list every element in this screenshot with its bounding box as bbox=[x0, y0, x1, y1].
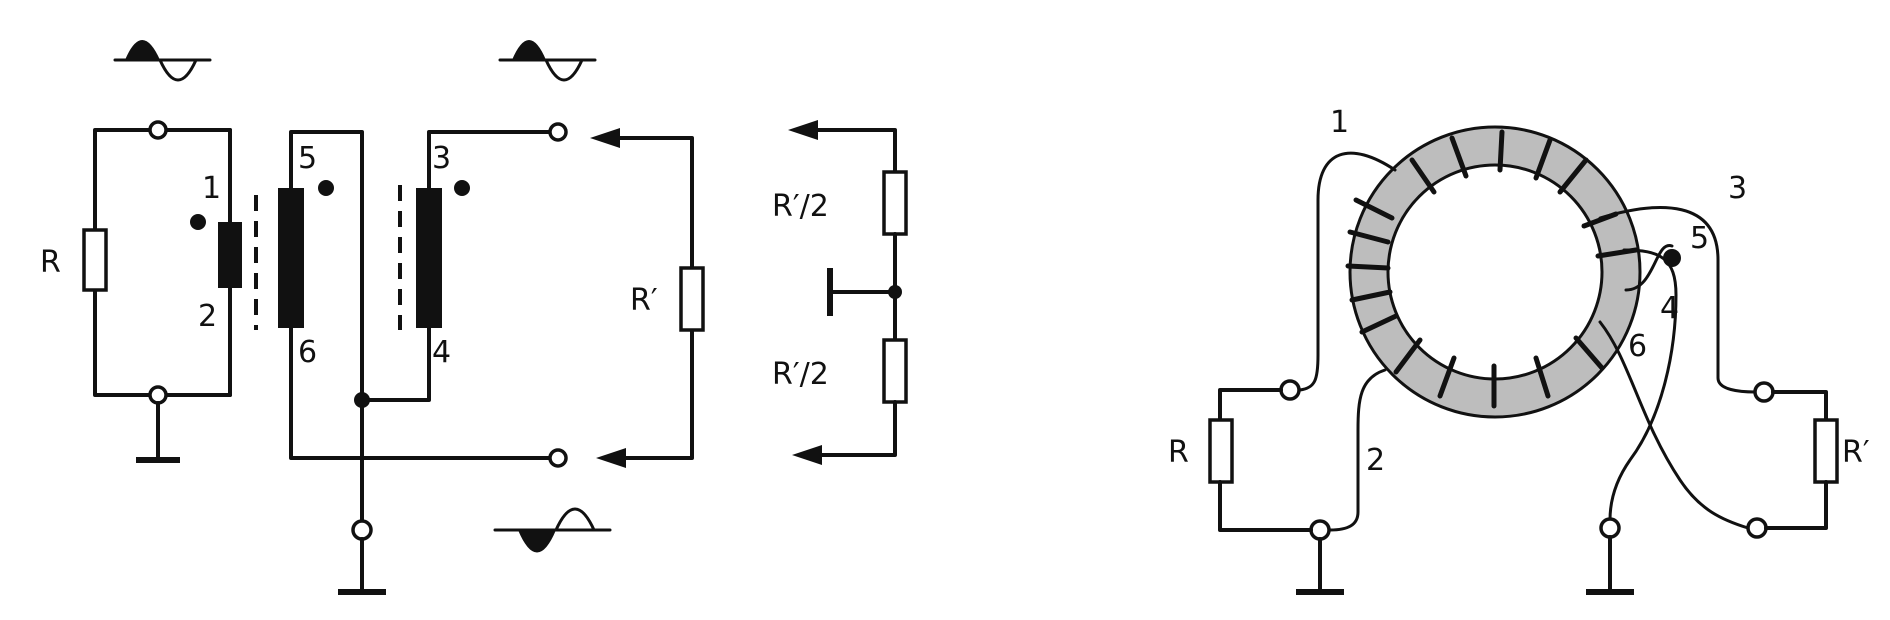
winding-5-6 bbox=[278, 188, 304, 328]
toroid-label-1: 1 bbox=[1330, 105, 1349, 140]
toroid-terminal-3 bbox=[1753, 381, 1775, 403]
toroid-windings bbox=[1345, 129, 1639, 409]
toroid-resistor-r-prime bbox=[1813, 418, 1839, 484]
toroid-terminal-4 bbox=[1746, 517, 1768, 539]
label-pin-4: 4 bbox=[432, 335, 451, 370]
polarity-dot-1 bbox=[190, 214, 206, 230]
label-pin-3: 3 bbox=[432, 141, 451, 176]
toroid-label-2: 2 bbox=[1366, 443, 1385, 478]
terminal-center-tap bbox=[351, 519, 373, 541]
label-pin-1: 1 bbox=[202, 171, 221, 206]
resistor-r-half-top bbox=[882, 170, 908, 236]
toroid-label-r-prime: R′ bbox=[1842, 435, 1870, 470]
winding-3-4 bbox=[416, 188, 442, 328]
polarity-dot-3 bbox=[454, 180, 470, 196]
polarity-dot-5 bbox=[318, 180, 334, 196]
toroid-left-load bbox=[1208, 379, 1344, 595]
terminal-bottom-right bbox=[548, 448, 568, 468]
arrow-split-bottom bbox=[792, 445, 822, 465]
label-r: R bbox=[40, 245, 61, 280]
toroid-right-load bbox=[1586, 381, 1839, 595]
terminal-bottom-left bbox=[148, 385, 168, 405]
resistor-r bbox=[82, 228, 108, 292]
toroid-drawing: 1 2 3 5 4 6 R R′ bbox=[1168, 105, 1870, 595]
toroid-resistor-r bbox=[1208, 418, 1234, 484]
secondary-wiring bbox=[289, 122, 568, 595]
terminal-top-left bbox=[148, 120, 168, 140]
toroid-label-5: 5 bbox=[1690, 221, 1709, 256]
waveform-top-left bbox=[113, 40, 212, 82]
waveform-bottom bbox=[493, 507, 612, 553]
label-r-half-top: R′/2 bbox=[772, 189, 829, 224]
terminal-top-right bbox=[548, 122, 568, 142]
toroid-terminal-6 bbox=[1599, 517, 1621, 539]
schematic: R 1 2 5 6 3 4 R′ R′/2 R′/2 bbox=[40, 40, 908, 595]
resistor-r-half-bottom bbox=[882, 338, 908, 404]
label-pin-5: 5 bbox=[298, 141, 317, 176]
toroid-label-6: 6 bbox=[1628, 329, 1647, 364]
label-pin-2: 2 bbox=[198, 299, 217, 334]
resistor-r-prime bbox=[679, 266, 705, 332]
toroid-label-4: 4 bbox=[1660, 291, 1679, 326]
toroid-tap-dot bbox=[1663, 249, 1681, 267]
label-r-half-bottom: R′/2 bbox=[772, 357, 829, 392]
arrow-top-out bbox=[590, 128, 620, 148]
toroid-terminal-2 bbox=[1309, 519, 1331, 541]
input-loop bbox=[82, 120, 232, 463]
winding-1-2 bbox=[218, 222, 242, 288]
output-loop bbox=[590, 128, 705, 468]
waveform-top-right bbox=[498, 40, 597, 82]
toroid-leads bbox=[1298, 151, 1757, 532]
arrow-split-top bbox=[788, 120, 818, 140]
toroid-terminal-1 bbox=[1279, 379, 1301, 401]
label-r-prime: R′ bbox=[630, 283, 658, 318]
label-pin-6: 6 bbox=[298, 335, 317, 370]
arrow-bottom-out bbox=[596, 448, 626, 468]
toroid-label-3: 3 bbox=[1728, 171, 1747, 206]
split-load bbox=[788, 120, 908, 465]
toroid-label-r: R bbox=[1168, 435, 1189, 470]
